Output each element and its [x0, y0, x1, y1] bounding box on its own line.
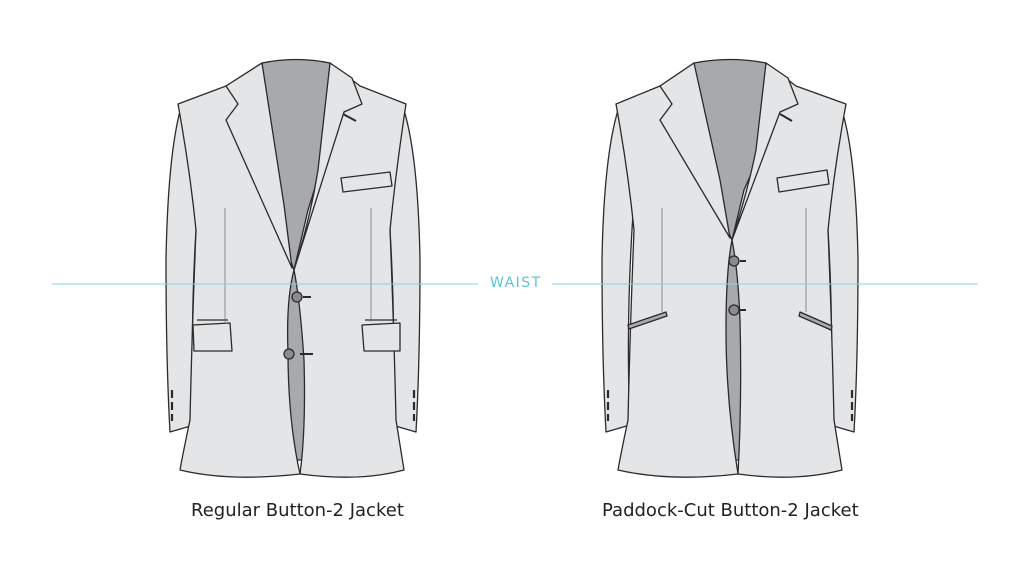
- paddock-jacket-caption: Paddock-Cut Button-2 Jacket: [602, 500, 859, 521]
- regular-jacket-cuff-buttons: [170, 390, 416, 421]
- paddock-jacket-left-lapel: [659, 62, 731, 239]
- regular-jacket-button-top: [291, 291, 303, 303]
- paddock-jacket-right-front: [731, 62, 847, 478]
- paddock-jacket: [601, 58, 859, 478]
- paddock-jacket-button-top: [728, 255, 740, 267]
- waist-label: WAIST: [490, 275, 542, 291]
- paddock-jacket-left-pocket: [627, 311, 668, 330]
- paddock-jacket-chest-pocket: [776, 169, 830, 193]
- paddock-jacket-right-lapel: [731, 62, 799, 241]
- regular-jacket-button-bottom: [283, 348, 295, 360]
- regular-jacket-right-pocket: [361, 322, 401, 352]
- regular-jacket-right-lapel: [293, 62, 363, 271]
- regular-jacket-left-pocket: [192, 322, 233, 352]
- paddock-jacket-left-front: [615, 62, 739, 478]
- regular-jacket: [165, 58, 421, 478]
- regular-jacket-chest-pocket: [340, 171, 393, 193]
- paddock-jacket-cuff-buttons: [606, 390, 854, 421]
- paddock-jacket-right-pocket: [798, 311, 833, 331]
- paddock-jacket-button-bottom: [728, 304, 740, 316]
- regular-jacket-caption: Regular Button-2 Jacket: [191, 500, 404, 521]
- regular-jacket-left-lapel: [225, 62, 293, 269]
